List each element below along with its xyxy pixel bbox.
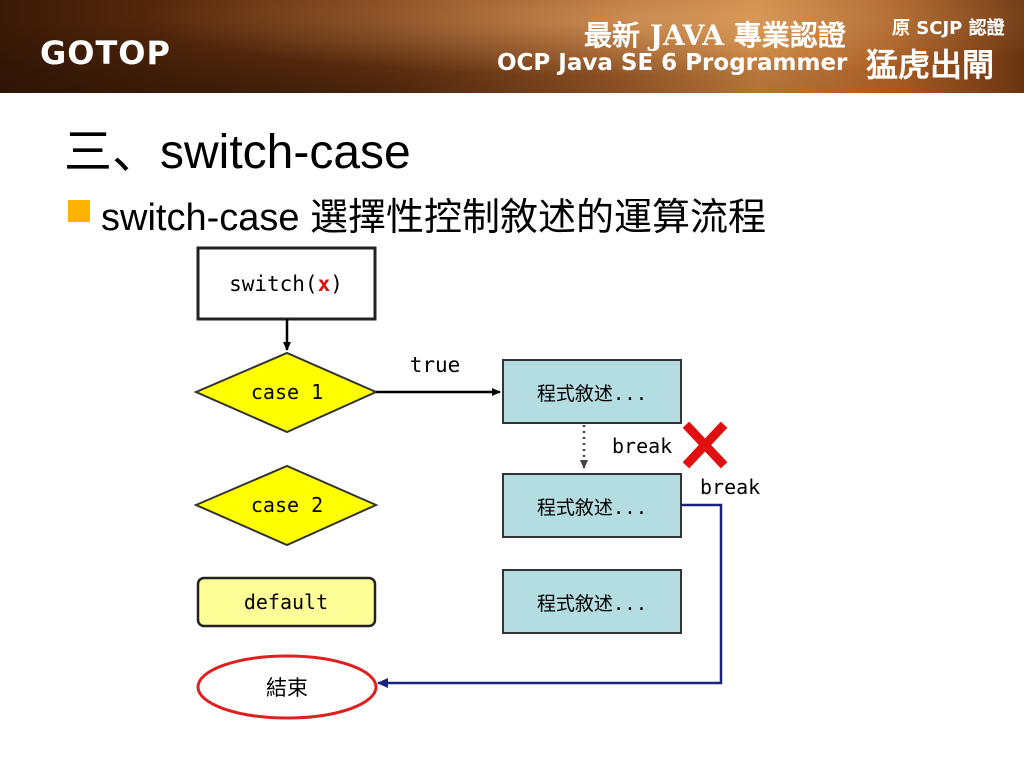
statement3-node: 程式敘述... <box>502 569 682 634</box>
book-title-big: 猛虎出閘 <box>866 46 995 84</box>
statement1-label: 程式敘述... <box>537 383 647 405</box>
book-title-line2: OCP Java SE 6 Programmer <box>497 50 848 76</box>
slide-title: 三、switch-case <box>64 126 411 179</box>
end-node: 結束 <box>196 654 378 720</box>
true-label: true <box>410 353 461 377</box>
case2-label: case 2 <box>251 493 323 517</box>
case1-label: case 1 <box>251 380 323 404</box>
statement3-label: 程式敘述... <box>537 593 647 615</box>
end-label: 結束 <box>266 676 308 700</box>
switch-variable: x <box>318 272 331 296</box>
case2-node: case 2 <box>193 464 379 547</box>
switch-prefix: switch( <box>229 272 318 296</box>
svg-text:switch(x): switch(x) <box>229 272 343 296</box>
missing-break-cross-icon <box>682 421 728 469</box>
default-label: default <box>244 590 328 614</box>
gotop-logo: GOTOP <box>40 34 171 72</box>
original-cert-label: 原 SCJP 認證 <box>892 18 1005 39</box>
switch-node: switch(x) <box>196 246 377 321</box>
book-title-line1: 最新 JAVA 專業認證 <box>584 19 846 52</box>
switch-suffix: ) <box>330 272 343 296</box>
bullet-square-icon <box>68 200 90 222</box>
default-node: default <box>196 576 377 628</box>
break-label-2: break <box>700 475 760 499</box>
case1-node: case 1 <box>193 351 379 434</box>
statement2-node: 程式敘述... <box>502 473 682 538</box>
break-to-end-arrow <box>377 503 723 688</box>
header-banner: GOTOP 最新 JAVA 專業認證 原 SCJP 認證 OCP Java SE… <box>0 0 1024 93</box>
statement1-node: 程式敘述... <box>502 359 682 424</box>
statement2-label: 程式敘述... <box>537 497 647 519</box>
bullet-text: switch-case 選擇性控制敘述的運算流程 <box>101 197 767 239</box>
break-label-1: break <box>612 434 672 458</box>
